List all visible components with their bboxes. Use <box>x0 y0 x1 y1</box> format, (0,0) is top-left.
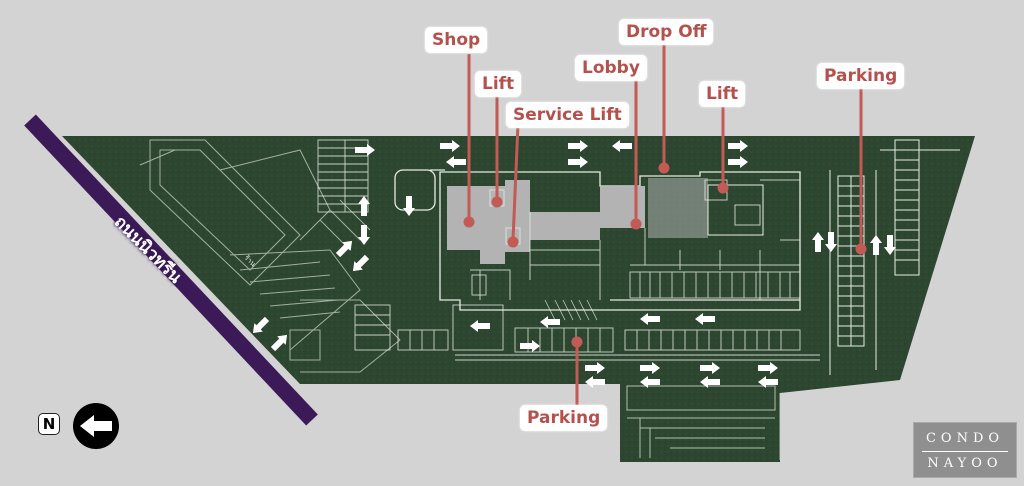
ramp-hatch <box>544 299 598 321</box>
callout-lobby: Lobby <box>575 55 647 81</box>
leader-lines <box>467 44 863 405</box>
parking-stalls <box>317 139 820 361</box>
callout-parking-bottom: Parking <box>520 405 608 431</box>
callout-lift-left: Lift <box>475 71 522 97</box>
callout-shop: Shop <box>425 27 488 53</box>
lower-parking-lines <box>626 385 781 460</box>
north-label: N <box>38 413 60 435</box>
callout-lift-right: Lift <box>699 81 746 107</box>
neighbour-structures <box>139 139 401 373</box>
site-ground <box>62 136 975 462</box>
callout-service-lift: Service Lift <box>506 102 629 128</box>
road <box>24 114 318 426</box>
logo-line-2: NAYOO <box>927 456 1003 471</box>
right-parking-grid <box>829 139 960 375</box>
interior-walls <box>470 179 801 300</box>
core-area-right <box>648 178 708 238</box>
marker-dot-icon <box>463 162 867 348</box>
logo-line-1: CONDO <box>925 431 1005 446</box>
north-arrow-icon <box>73 403 119 449</box>
callout-drop-off: Drop Off <box>619 19 714 45</box>
callout-parking-right: Parking <box>817 63 905 89</box>
brand-logo: CONDO NAYOO <box>913 422 1017 478</box>
logo-divider <box>922 451 1008 452</box>
